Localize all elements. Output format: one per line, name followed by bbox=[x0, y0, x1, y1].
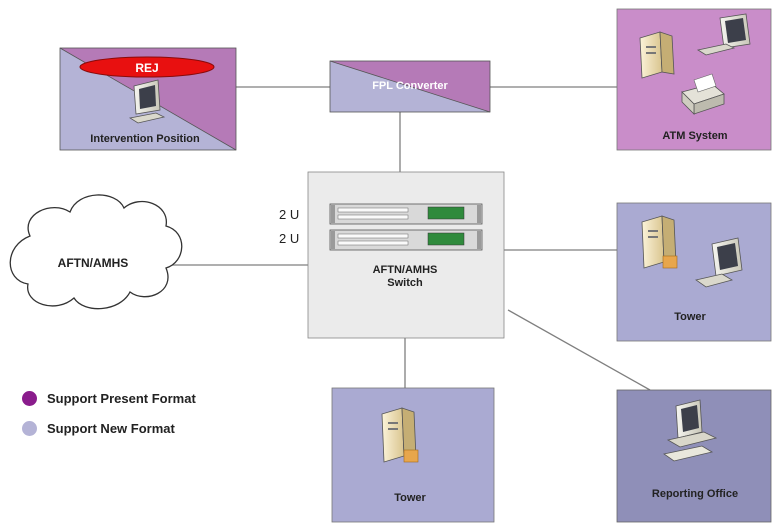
aftn-amhs-cloud-node bbox=[9, 194, 183, 310]
monitor-icon bbox=[696, 13, 751, 56]
connection-lines bbox=[172, 86, 651, 391]
monitor-icon bbox=[128, 79, 166, 124]
printer-icon bbox=[681, 73, 725, 115]
tower-right-label: Tower bbox=[674, 311, 706, 323]
switch-label-line2: Switch bbox=[387, 277, 423, 289]
tower-bottom-node bbox=[331, 387, 495, 523]
legend-new-dot bbox=[22, 421, 37, 436]
legend-present-label: Support Present Format bbox=[47, 391, 196, 406]
workstation-icon bbox=[663, 399, 718, 462]
atm-system-node bbox=[616, 8, 772, 151]
fpl-converter-label: FPL Converter bbox=[372, 80, 448, 92]
server-icon bbox=[381, 407, 419, 463]
aftn-amhs-switch-node bbox=[307, 171, 505, 339]
switch-label-line1: AFTN/AMHS bbox=[372, 264, 438, 276]
rack-unit-icon bbox=[329, 203, 483, 225]
server-icon bbox=[641, 215, 678, 269]
tower-right-node bbox=[616, 202, 772, 342]
link-switch-reporting bbox=[507, 309, 651, 391]
intervention-position-node bbox=[59, 47, 237, 151]
tower-bottom-label: Tower bbox=[394, 492, 426, 504]
rej-label: REJ bbox=[135, 61, 159, 75]
atm-system-label: ATM System bbox=[662, 130, 728, 142]
reporting-office-label: Reporting Office bbox=[651, 488, 739, 500]
legend-present-dot bbox=[22, 391, 37, 406]
fpl-converter-node bbox=[329, 60, 491, 113]
reporting-office-node bbox=[616, 389, 772, 523]
server-icon bbox=[639, 31, 675, 79]
monitor-icon bbox=[695, 237, 743, 288]
legend-new-label: Support New Format bbox=[47, 421, 175, 436]
rack-unit-icon bbox=[329, 229, 483, 251]
rej-badge bbox=[79, 56, 215, 78]
intervention-position-label: Intervention Position bbox=[90, 133, 200, 145]
cloud-label: AFTN/AMHS bbox=[57, 256, 129, 270]
rack-unit-2-label: 2 U bbox=[279, 231, 300, 246]
rack-unit-1-label: 2 U bbox=[279, 207, 300, 222]
